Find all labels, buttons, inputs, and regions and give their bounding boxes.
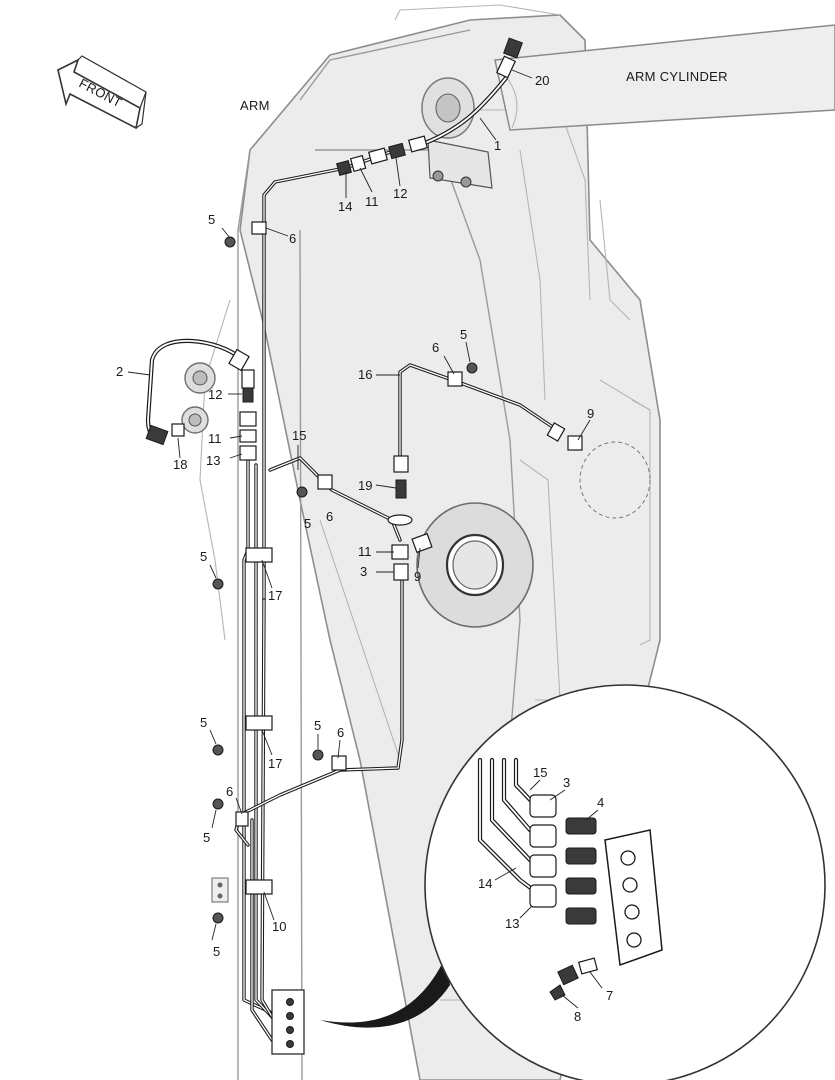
callout-5: 5	[203, 830, 210, 845]
callout-14: 14	[478, 876, 492, 891]
callout-numbers: 20 1 14 11 12 5 6 2 12 11 13 18 15 5 6 1…	[116, 73, 613, 1024]
front-arrow-icon: FRONT	[57, 55, 147, 130]
callout-11: 11	[358, 544, 372, 559]
callout-1: 1	[494, 138, 501, 153]
callout-5: 5	[200, 715, 207, 730]
callout-4: 4	[597, 795, 604, 810]
callout-15: 15	[292, 428, 306, 443]
callout-10: 10	[272, 919, 286, 934]
callout-5: 5	[213, 944, 220, 959]
leader-lines	[127, 69, 603, 1009]
callout-2: 2	[116, 364, 123, 379]
callout-5: 5	[200, 549, 207, 564]
arm-label: ARM	[240, 98, 270, 113]
callout-17: 17	[268, 588, 282, 603]
callout-7: 7	[606, 988, 613, 1003]
callout-5: 5	[208, 212, 215, 227]
callout-3: 3	[360, 564, 367, 579]
bolts	[212, 236, 478, 924]
callout-13: 13	[505, 916, 519, 931]
callout-16: 16	[358, 367, 372, 382]
fittings	[145, 37, 583, 1055]
callout-18: 18	[173, 457, 187, 472]
callout-6: 6	[326, 509, 333, 524]
callout-11: 11	[208, 431, 222, 446]
arm-cylinder-label: ARM CYLINDER	[626, 69, 728, 84]
callout-11: 11	[365, 194, 379, 209]
callout-6: 6	[432, 340, 439, 355]
callout-15: 15	[533, 765, 547, 780]
inset-fittings	[529, 794, 663, 1001]
callout-6: 6	[226, 784, 233, 799]
callout-9: 9	[587, 406, 594, 421]
callout-5: 5	[314, 718, 321, 733]
detail-inset	[320, 684, 826, 1080]
callout-20: 20	[535, 73, 549, 88]
callout-12: 12	[208, 387, 222, 402]
callout-8: 8	[574, 1009, 581, 1024]
callout-19: 19	[358, 478, 372, 493]
callout-5: 5	[460, 327, 467, 342]
callout-17: 17	[268, 756, 282, 771]
callout-14: 14	[338, 199, 352, 214]
callout-6: 6	[289, 231, 296, 246]
callout-6: 6	[337, 725, 344, 740]
callout-12: 12	[393, 186, 407, 201]
callout-3: 3	[563, 775, 570, 790]
callout-9: 9	[414, 569, 421, 584]
callout-13: 13	[206, 453, 220, 468]
callout-5: 5	[304, 516, 311, 531]
